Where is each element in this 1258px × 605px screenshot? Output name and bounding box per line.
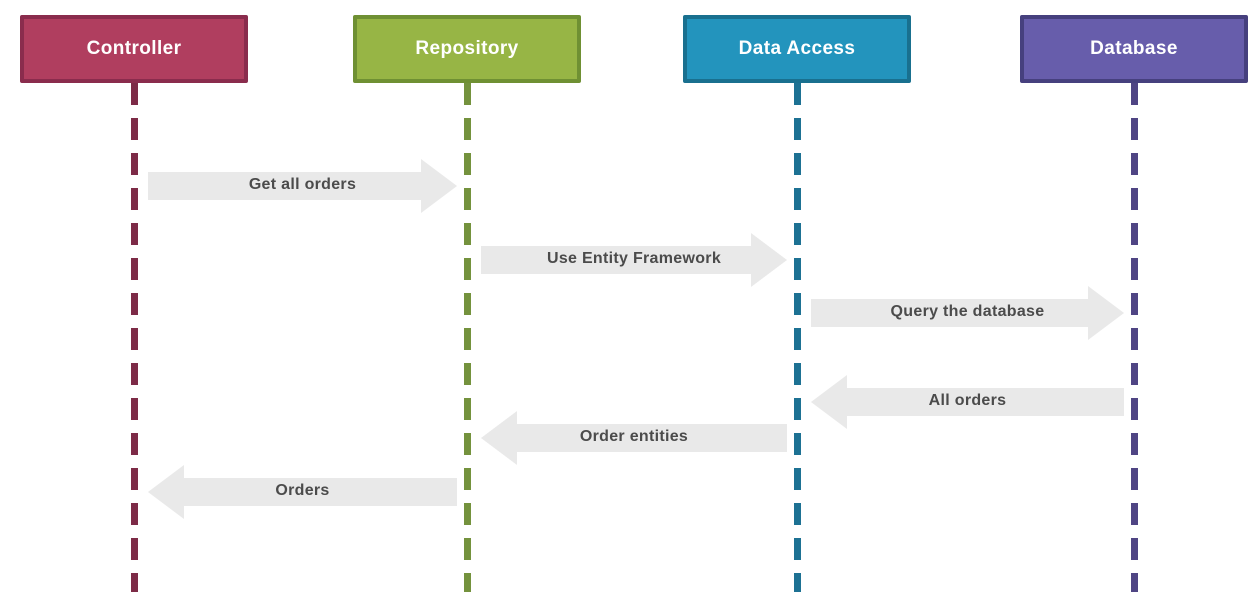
lifeline-repository: [463, 83, 471, 592]
message-band: [184, 478, 457, 506]
message-arrow-left: Order entities: [481, 411, 787, 465]
message-arrow-left: Orders: [148, 465, 457, 519]
arrowhead-left-icon: [148, 465, 184, 519]
message-label: All orders: [928, 392, 1007, 409]
actor-label: Repository: [415, 38, 519, 59]
actor-box-repository: Repository: [353, 15, 581, 83]
message-label: Query the database: [890, 303, 1045, 320]
lifeline-data-access: [793, 83, 801, 592]
message-band: [811, 299, 1088, 327]
actor-label: Database: [1090, 38, 1178, 59]
arrowhead-right-icon: [751, 233, 787, 287]
arrowhead-left-icon: [481, 411, 517, 465]
message-band: [481, 246, 751, 274]
actor-box-data-access: Data Access: [683, 15, 911, 83]
arrowhead-right-icon: [1088, 286, 1124, 340]
arrowhead-right-icon: [421, 159, 457, 213]
message-arrow-left: All orders: [811, 375, 1124, 429]
actor-box-database: Database: [1020, 15, 1248, 83]
message-band: [847, 388, 1124, 416]
message-label: Use Entity Framework: [546, 250, 722, 267]
message-arrow-right: Query the database: [811, 286, 1124, 340]
message-band: [517, 424, 787, 452]
message-arrow-right: Use Entity Framework: [481, 233, 787, 287]
arrowhead-left-icon: [811, 375, 847, 429]
message-band: [148, 172, 421, 200]
message-label: Order entities: [579, 428, 689, 445]
lifeline-database: [1130, 83, 1138, 592]
actor-box-controller: Controller: [20, 15, 248, 83]
message-label: Orders: [275, 482, 330, 499]
message-label: Get all orders: [248, 176, 357, 193]
actor-label: Controller: [86, 38, 182, 59]
lifeline-controller: [130, 83, 138, 592]
message-arrow-right: Get all orders: [148, 159, 457, 213]
actor-label: Data Access: [738, 38, 856, 59]
